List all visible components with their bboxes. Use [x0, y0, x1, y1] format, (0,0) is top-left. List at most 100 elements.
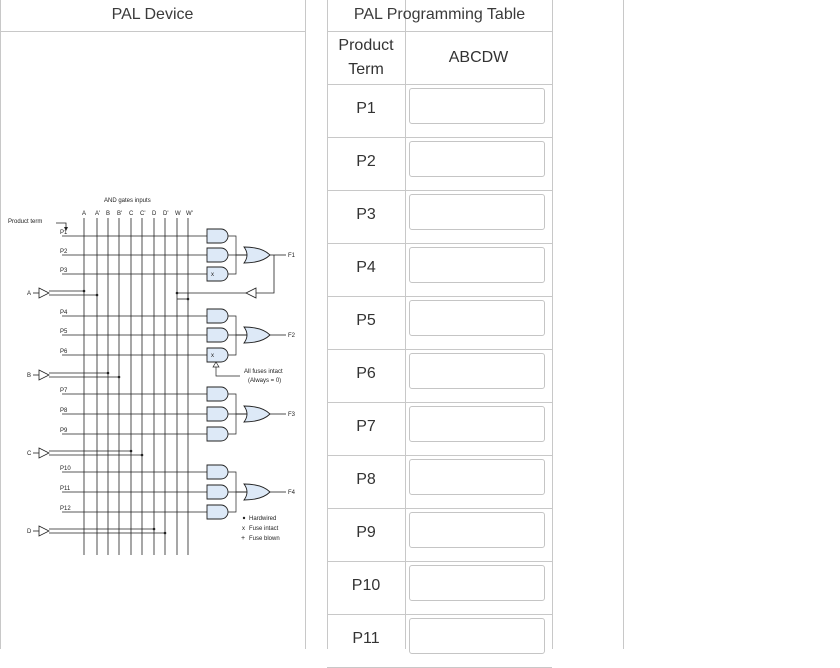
product-term-header-line2: Term — [348, 61, 384, 78]
row-divider — [327, 614, 552, 615]
product-term-label: Product term — [8, 219, 42, 225]
column-label: W' — [186, 211, 193, 217]
row-divider — [327, 243, 552, 244]
abcdw-input[interactable] — [409, 247, 545, 283]
hardwired-dot — [186, 297, 190, 301]
and-gate-icon — [206, 228, 229, 244]
abcdw-column-header: ABCDW — [448, 49, 509, 66]
row-divider — [327, 455, 552, 456]
abcdw-input[interactable] — [409, 300, 545, 336]
column-label: A' — [95, 211, 100, 217]
row-term-label: P11 — [352, 630, 380, 647]
row-term-label: P2 — [356, 153, 376, 170]
product-term-pointer — [56, 222, 67, 229]
hardwired-dot — [152, 527, 156, 531]
or-gate-icon — [243, 326, 271, 344]
legend-plus-icon: + — [241, 535, 245, 542]
hardwired-dot — [117, 375, 121, 379]
column-label: C' — [140, 211, 145, 217]
column-label: D — [152, 211, 157, 217]
and-to-or-wire — [228, 491, 248, 513]
input-buffer-icon — [38, 369, 50, 381]
product-term-row-label: P5 — [60, 329, 68, 335]
abcdw-input[interactable] — [409, 512, 545, 548]
product-term-column-header: Product Term — [327, 32, 405, 84]
feedback-wire — [256, 255, 275, 294]
column-label: B — [106, 211, 110, 217]
product-term-header-line1: Product — [338, 37, 394, 54]
and-gate-icon — [206, 484, 229, 500]
x-mark: x — [211, 272, 214, 278]
abcdw-input[interactable] — [409, 565, 545, 601]
column-label: D' — [163, 211, 168, 217]
row-divider — [327, 137, 552, 138]
and-gate-icon — [206, 406, 229, 422]
abcdw-input[interactable] — [409, 406, 545, 442]
output-label: F2 — [288, 333, 296, 339]
and-gate-icon — [206, 504, 229, 520]
row-term-label: P5 — [356, 312, 376, 329]
row-term-label: P1 — [356, 100, 376, 117]
fuses-note-pointer — [215, 364, 240, 377]
output-label: F4 — [288, 490, 296, 496]
and-gate-icon — [206, 386, 229, 402]
legend-dot-icon — [242, 516, 246, 520]
input-buffer-icon — [38, 287, 50, 299]
product-term-arrow-icon — [64, 227, 68, 231]
abcdw-input[interactable] — [409, 88, 545, 124]
row-term-label: P3 — [356, 206, 376, 223]
row-divider — [327, 402, 552, 403]
or-gate-icon — [243, 405, 271, 423]
output-label: F3 — [288, 412, 296, 418]
row-term-label: P8 — [356, 471, 376, 488]
product-term-row-label: P10 — [60, 466, 71, 472]
product-term-row-label: P9 — [60, 428, 68, 434]
and-gate-icon — [206, 426, 229, 442]
input-label: D — [27, 529, 32, 535]
column-label: B' — [117, 211, 122, 217]
and-to-or-wire — [228, 315, 248, 336]
abcdw-input[interactable] — [409, 618, 545, 654]
and-gate-icon — [206, 308, 229, 324]
input-label: C — [27, 451, 32, 457]
row-term-label: P7 — [356, 418, 376, 435]
legend-fuse-blown: Fuse blown — [249, 536, 280, 542]
and-gate-icon — [206, 266, 229, 282]
input-label: A — [27, 291, 31, 297]
abcdw-input[interactable] — [409, 353, 545, 389]
hardwired-dot — [95, 293, 99, 297]
feedback-buffer-icon — [245, 287, 257, 299]
and-to-or-wire — [228, 393, 248, 415]
and-inputs-label: AND gates inputs — [104, 198, 151, 204]
product-term-row-label: P1 — [60, 230, 68, 236]
fuses-note-line2: (Always = 0) — [248, 378, 281, 384]
column-label: C — [129, 211, 134, 217]
and-gate-icon — [206, 347, 229, 363]
column-label: W — [175, 211, 181, 217]
hardwired-dot — [175, 291, 179, 295]
and-gate-icon — [206, 327, 229, 343]
and-gate-icon — [206, 247, 229, 263]
fuses-note-line1: All fuses intact — [244, 369, 283, 375]
product-term-row-label: P4 — [60, 310, 68, 316]
x-mark: x — [211, 353, 214, 359]
hardwired-dot — [140, 453, 144, 457]
output-label: F1 — [288, 253, 296, 259]
abcdw-input[interactable] — [409, 141, 545, 177]
product-term-row-label: P3 — [60, 268, 68, 274]
input-buffer-icon — [38, 525, 50, 537]
row-divider — [327, 190, 552, 191]
row-term-label: P6 — [356, 365, 376, 382]
row-term-label: P9 — [356, 524, 376, 541]
product-term-row-label: P8 — [60, 408, 68, 414]
legend-x-icon: x — [242, 526, 245, 532]
product-term-row-label: P7 — [60, 388, 68, 394]
or-gate-icon — [243, 246, 271, 264]
abcdw-input[interactable] — [409, 459, 545, 495]
fuses-note-arrow-icon — [212, 361, 220, 368]
abcdw-input[interactable] — [409, 194, 545, 230]
and-gate-icon — [206, 464, 229, 480]
row-divider — [327, 349, 552, 350]
hardwired-dot — [106, 371, 110, 375]
